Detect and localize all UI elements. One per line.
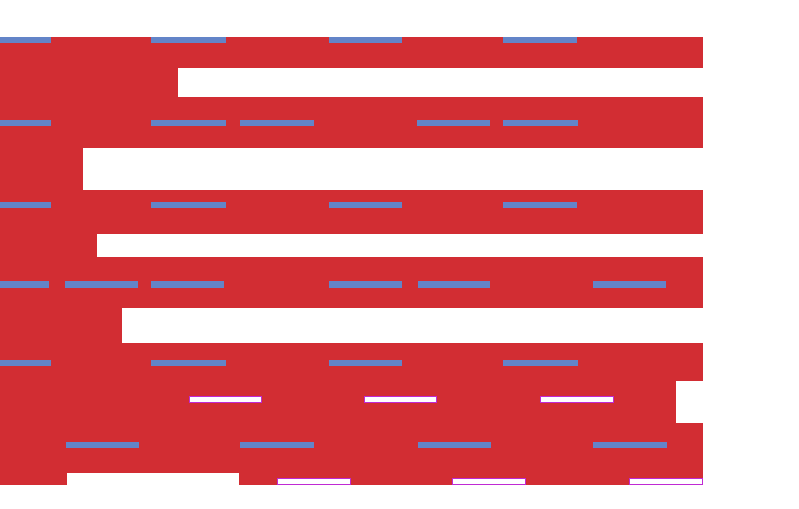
blue-segment-row-2: [240, 120, 314, 126]
red-block-left-block-3: [0, 234, 97, 257]
blue-segment-row-4: [0, 281, 49, 288]
blue-segment-row-3: [503, 202, 577, 208]
magenta-bar-row-m1: [189, 396, 262, 403]
blue-segment-row-3: [329, 202, 402, 208]
blue-segment-row-1: [329, 37, 402, 43]
blue-segment-row-2: [503, 120, 578, 126]
blue-segment-row-4: [418, 281, 490, 288]
blue-segment-row-2: [417, 120, 490, 126]
blue-segment-row-5: [329, 360, 402, 366]
blue-segment-row-5: [151, 360, 226, 366]
blue-segment-row-1: [503, 37, 577, 43]
blue-segment-row-2: [151, 120, 226, 126]
magenta-bar-row-m2: [452, 478, 526, 485]
blue-segment-row-6: [418, 442, 491, 448]
blue-segment-row-4: [593, 281, 666, 288]
blue-segment-row-1: [151, 37, 226, 43]
magenta-bar-row-m2: [277, 478, 351, 485]
red-block-left-block-4: [0, 308, 122, 343]
blue-segment-row-4: [65, 281, 138, 288]
blue-segment-row-4: [151, 281, 224, 288]
blue-segment-row-6: [66, 442, 139, 448]
blue-segment-row-3: [0, 202, 51, 208]
red-block-band-c: [0, 190, 703, 234]
magenta-bar-row-m1: [540, 396, 614, 403]
red-block-left-block-2: [0, 148, 83, 190]
magenta-bar-row-m2: [629, 478, 703, 485]
blue-segment-row-6: [593, 442, 667, 448]
blue-segment-row-4: [329, 281, 402, 288]
blue-segment-row-5: [0, 360, 51, 366]
blue-segment-row-6: [240, 442, 314, 448]
blue-segment-row-3: [151, 202, 226, 208]
blue-segment-row-1: [0, 37, 51, 43]
blue-segment-row-2: [0, 120, 51, 126]
blue-segment-row-5: [503, 360, 578, 366]
white-notch-bottom-left-notch: [67, 473, 239, 485]
magenta-bar-row-m1: [364, 396, 437, 403]
red-block-band-b: [0, 97, 703, 148]
red-block-left-block-1: [0, 68, 178, 97]
